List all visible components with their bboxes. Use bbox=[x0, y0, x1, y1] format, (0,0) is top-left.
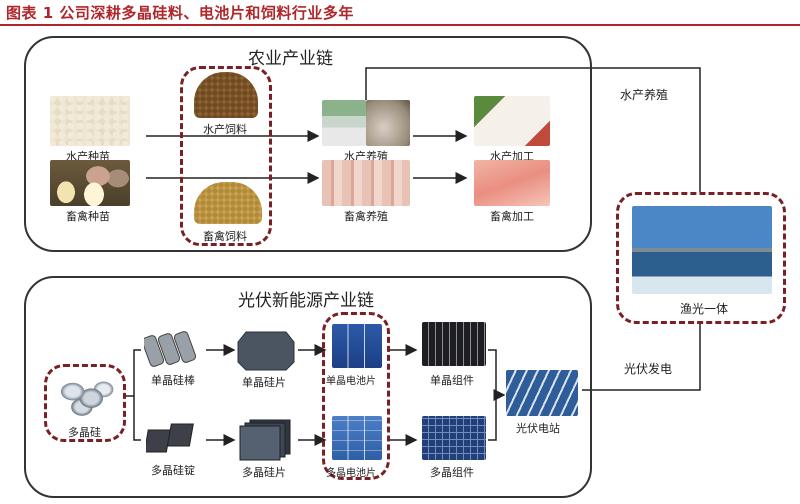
livestock-processing-label: 畜禽加工 bbox=[490, 210, 534, 223]
poly-ingot-label: 多晶硅锭 bbox=[151, 464, 195, 477]
mono-module-label: 单晶组件 bbox=[430, 374, 474, 387]
mono-rod-image bbox=[144, 331, 197, 367]
mono-wafer-image bbox=[237, 331, 295, 371]
figure-title: 图表 1 公司深耕多晶硅料、电池片和饲料行业多年 bbox=[6, 4, 354, 22]
livestock-seed-image bbox=[50, 160, 130, 206]
aqua-seed-label: 水产种苗 bbox=[66, 150, 110, 163]
link-fishery-pv-to-station bbox=[582, 322, 701, 391]
poly-wafer-label: 多晶硅片 bbox=[242, 466, 286, 479]
poly-module-label: 多晶组件 bbox=[430, 466, 474, 479]
livestock-feed-label: 畜禽饲料 bbox=[203, 230, 247, 243]
livestock-breeding-label: 畜禽养殖 bbox=[344, 210, 388, 223]
livestock-breeding-image bbox=[322, 160, 410, 206]
pv-chain-panel bbox=[24, 276, 592, 498]
mono-cell-label: 单晶电池片 bbox=[326, 376, 376, 387]
polysilicon-label: 多晶硅 bbox=[68, 426, 101, 439]
polysilicon-image bbox=[54, 374, 116, 418]
pv-station-image bbox=[506, 370, 578, 416]
link-pv-power-label: 光伏发电 bbox=[624, 362, 673, 376]
aqua-feed-image bbox=[194, 72, 258, 118]
aqua-processing-image bbox=[474, 96, 550, 146]
mono-wafer-label: 单晶硅片 bbox=[242, 376, 286, 389]
branch-polysilicon bbox=[124, 349, 141, 397]
poly-cell-image bbox=[332, 416, 382, 460]
link-aqua-breeding-label: 水产养殖 bbox=[620, 88, 669, 102]
poly-cell-label: 多晶电池片 bbox=[326, 468, 376, 479]
mono-module-image bbox=[422, 322, 486, 366]
poly-wafer-image bbox=[239, 419, 291, 461]
fishery-pv-image bbox=[632, 206, 772, 294]
branch-polysilicon-lower bbox=[133, 396, 141, 441]
agri-chain-title: 农业产业链 bbox=[248, 49, 333, 69]
pv-station-label: 光伏电站 bbox=[516, 422, 560, 435]
link-aqua-to-fishery-pv bbox=[365, 67, 701, 194]
pv-chain-title: 光伏新能源产业链 bbox=[238, 291, 374, 311]
livestock-processing-image bbox=[474, 160, 550, 206]
polysilicon-highlight-box bbox=[44, 364, 126, 442]
feed-highlight-box bbox=[180, 66, 272, 246]
livestock-seed-label: 畜禽种苗 bbox=[66, 210, 110, 223]
fish-farm-image bbox=[322, 100, 366, 146]
aqua-seed-image bbox=[50, 96, 130, 146]
fish-image bbox=[366, 100, 410, 146]
fishery-pv-label: 渔光一体 bbox=[680, 302, 729, 316]
aqua-processing-label: 水产加工 bbox=[490, 150, 534, 163]
mono-cell-image bbox=[332, 324, 382, 368]
agri-chain-panel bbox=[24, 36, 592, 252]
title-rule bbox=[0, 24, 800, 26]
livestock-feed-image bbox=[194, 182, 262, 224]
aqua-breeding-label: 水产养殖 bbox=[344, 150, 388, 163]
cell-highlight-box bbox=[322, 312, 390, 480]
poly-ingot-image bbox=[146, 423, 194, 453]
poly-module-image bbox=[422, 416, 486, 460]
mono-rod-label: 单晶硅棒 bbox=[151, 374, 195, 387]
aqua-feed-label: 水产饲料 bbox=[203, 123, 247, 136]
